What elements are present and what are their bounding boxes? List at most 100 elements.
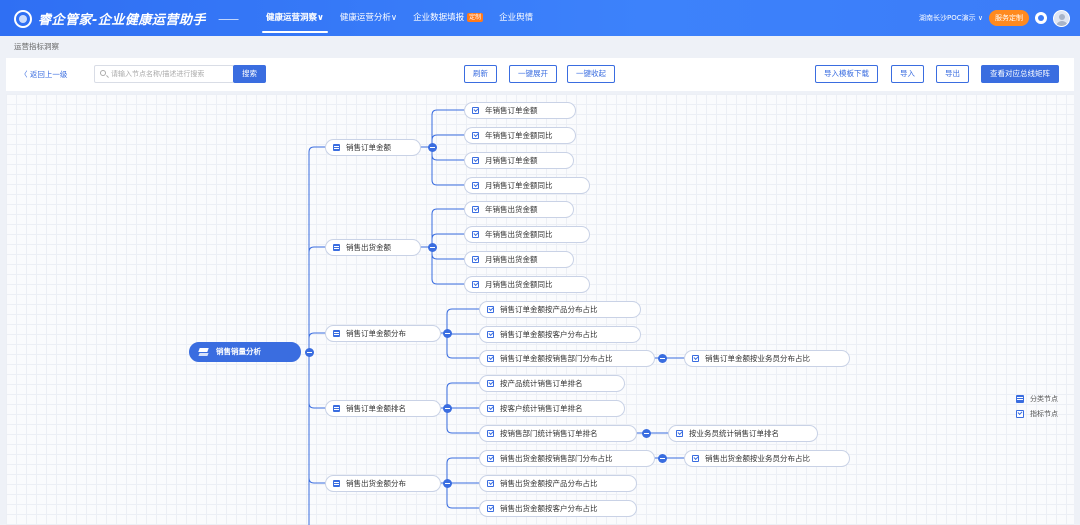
indicator-node[interactable]: 月销售订单金额同比	[464, 176, 590, 194]
search-input[interactable]: 请输入节点名称/描述进行搜索	[94, 65, 234, 83]
avatar[interactable]	[1053, 9, 1070, 27]
expand-all-button[interactable]: 一键展开	[509, 65, 557, 83]
main-nav: 健康运营洞察∨ 健康运营分析∨ 企业数据填报定制 企业舆情	[258, 0, 541, 36]
indicator-node[interactable]: 年销售出货金额同比	[464, 225, 590, 243]
view-matrix-button[interactable]: 查看对应总线矩阵	[981, 65, 1059, 83]
indicator-node[interactable]: 月销售出货金额同比	[464, 275, 590, 293]
node-label: 年销售出货金额	[485, 204, 538, 214]
indicator-node[interactable]: 年销售订单金额同比	[464, 126, 576, 144]
edge	[446, 308, 479, 333]
export-button[interactable]: 导出	[936, 65, 969, 83]
service-custom-button[interactable]: 服务定制	[989, 10, 1029, 26]
edge	[431, 147, 464, 186]
collapse-toggle-icon[interactable]	[442, 478, 452, 488]
indicator-node[interactable]: 月销售出货金额	[464, 250, 574, 268]
edge	[431, 109, 464, 147]
node-label: 按客户统计销售订单排名	[500, 403, 583, 413]
node-label: 月销售出货金额同比	[485, 279, 553, 289]
node-label: 按销售部门统计销售订单排名	[500, 428, 598, 438]
node-label: 销售出货金额按客户分布占比	[500, 503, 598, 513]
indicator-node-icon	[472, 156, 479, 164]
back-link[interactable]: 〈 返回上一级	[20, 70, 68, 79]
node-label: 月销售出货金额	[485, 254, 538, 264]
edge	[446, 382, 479, 408]
indicator-node-icon	[487, 429, 494, 437]
node-label: 销售销量分析	[216, 347, 261, 356]
category-node-icon	[333, 479, 340, 487]
nav-health-insight[interactable]: 健康运营洞察∨	[258, 0, 332, 36]
indicator-node[interactable]: 按销售部门统计销售订单排名	[479, 424, 637, 442]
indicator-node-icon	[487, 305, 494, 313]
edge	[308, 246, 325, 352]
category-node-icon	[333, 404, 340, 412]
category-node[interactable]: 销售订单金额	[325, 138, 421, 156]
category-node[interactable]: 销售出货金额分布	[325, 474, 441, 492]
legend-category: 分类节点	[1016, 391, 1058, 406]
indicator-node[interactable]: 按业务员统计销售订单排名	[668, 424, 818, 442]
toolbar: 〈 返回上一级 请输入节点名称/描述进行搜索 搜索 刷新 一键展开 一键收起 导…	[6, 58, 1074, 91]
category-node[interactable]: 销售订单金额分布	[325, 324, 441, 342]
nav-public-opinion[interactable]: 企业舆情	[499, 13, 534, 23]
node-label: 销售出货金额按业务员分布占比	[705, 453, 810, 463]
import-template-button[interactable]: 导入模板下载	[815, 65, 878, 83]
edge	[446, 332, 479, 335]
settings-icon[interactable]	[1035, 12, 1047, 24]
node-label: 月销售订单金额同比	[485, 180, 553, 190]
category-node-icon	[333, 329, 340, 337]
indicator-node[interactable]: 年销售订单金额	[464, 101, 576, 119]
indicator-node[interactable]: 销售订单金额按产品分布占比	[479, 300, 641, 318]
edge	[446, 457, 479, 483]
collapse-toggle-icon[interactable]	[657, 453, 667, 463]
collapse-toggle-icon[interactable]	[427, 242, 437, 252]
indicator-node[interactable]: 按产品统计销售订单排名	[479, 374, 625, 392]
collapse-toggle-icon[interactable]	[641, 428, 651, 438]
logo-icon	[14, 9, 32, 28]
node-label: 销售出货金额按销售部门分布占比	[500, 453, 613, 463]
collapse-toggle-icon[interactable]	[427, 142, 437, 152]
indicator-node-icon	[472, 106, 479, 114]
indicator-node[interactable]: 销售订单金额按客户分布占比	[479, 325, 641, 343]
refresh-button[interactable]: 刷新	[464, 65, 497, 83]
category-node[interactable]: 销售出货金额	[325, 238, 421, 256]
indicator-node[interactable]: 销售出货金额按产品分布占比	[479, 474, 637, 492]
collapse-toggle-icon[interactable]	[442, 328, 452, 338]
nav-health-analysis[interactable]: 健康运营分析∨	[339, 13, 398, 23]
import-button[interactable]: 导入	[891, 65, 924, 83]
collapse-toggle-icon[interactable]	[442, 403, 452, 413]
org-select[interactable]: 湖南长沙POC演示 ∨	[919, 14, 983, 22]
indicator-node[interactable]: 月销售订单金额	[464, 151, 574, 169]
indicator-node-icon	[487, 354, 494, 362]
edge	[446, 483, 479, 509]
category-node[interactable]: 销售订单金额排名	[325, 399, 441, 417]
edge	[431, 247, 464, 285]
indicator-node[interactable]: 销售订单金额按业务员分布占比	[684, 349, 850, 367]
indicator-node[interactable]: 年销售出货金额	[464, 200, 574, 218]
collapse-toggle-icon[interactable]	[657, 353, 667, 363]
node-label: 销售出货金额分布	[346, 478, 406, 488]
indicator-node[interactable]: 销售出货金额按销售部门分布占比	[479, 449, 655, 467]
category-node-icon	[333, 143, 340, 151]
search-button[interactable]: 搜索	[233, 65, 266, 83]
search-icon	[100, 70, 106, 76]
category-node-icon	[1016, 394, 1024, 403]
collapse-all-button[interactable]: 一键收起	[567, 65, 615, 83]
nav-data-entry[interactable]: 企业数据填报定制	[413, 13, 484, 23]
collapse-toggle-icon[interactable]	[304, 347, 314, 357]
node-label: 销售出货金额	[346, 242, 391, 252]
root-node[interactable]: 销售销量分析	[189, 342, 301, 362]
indicator-node[interactable]: 销售出货金额按客户分布占比	[479, 499, 637, 517]
legend-indicator: 指标节点	[1016, 406, 1058, 421]
app-logo[interactable]: 睿企管家-企业健康运营助手	[14, 9, 206, 28]
mindmap-canvas[interactable]: 销售销量分析年销售订单金额年销售订单金额同比月销售订单金额月销售订单金额同比销售…	[6, 94, 1074, 525]
indicator-node[interactable]: 销售订单金额按销售部门分布占比	[479, 349, 655, 367]
node-label: 销售订单金额按客户分布占比	[500, 329, 598, 339]
edge	[308, 352, 325, 484]
edge	[308, 146, 325, 352]
edge	[431, 233, 464, 247]
indicator-node[interactable]: 按客户统计销售订单排名	[479, 399, 625, 417]
indicator-node-icon	[487, 454, 494, 462]
indicator-node-icon	[487, 404, 494, 412]
indicator-node[interactable]: 销售出货金额按业务员分布占比	[684, 449, 850, 467]
node-label: 销售出货金额按产品分布占比	[500, 478, 598, 488]
indicator-node-icon	[487, 379, 494, 387]
